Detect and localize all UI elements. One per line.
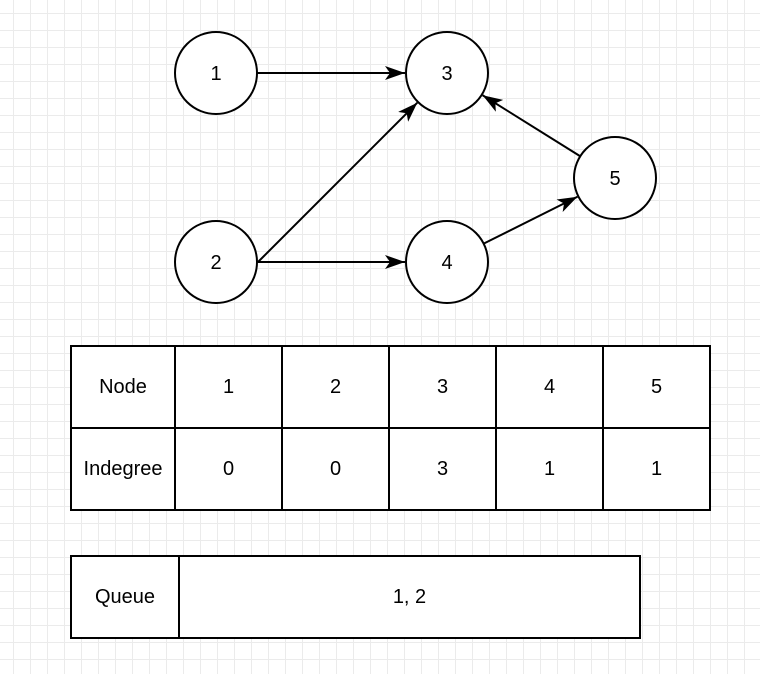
indegree-header-cell: Indegree <box>70 427 176 511</box>
node-header-cell: Node <box>70 345 176 429</box>
node-label: 5 <box>609 168 620 190</box>
indegree-row: Indegree 0 0 3 1 1 <box>70 427 711 511</box>
node-cell: 4 <box>495 345 604 429</box>
graph-node-1: 1 <box>174 31 258 115</box>
node-label: 1 <box>210 63 221 85</box>
indegree-cell: 1 <box>495 427 604 511</box>
graph-node-2: 2 <box>174 220 258 304</box>
node-cell: 2 <box>281 345 390 429</box>
node-circle <box>174 220 258 304</box>
dependency-graph: 1 2 3 4 5 <box>174 31 657 304</box>
node-label: 3 <box>441 63 452 85</box>
indegree-cell: 0 <box>174 427 283 511</box>
edge-4-to-5 <box>483 195 578 245</box>
graph-node-4: 4 <box>405 220 489 304</box>
node-circle <box>573 136 657 220</box>
node-label: 4 <box>441 252 452 274</box>
node-cell: 1 <box>174 345 283 429</box>
graph-node-3: 3 <box>405 31 489 115</box>
graph-node-5: 5 <box>573 136 657 220</box>
queue-contents-cell: 1, 2 <box>178 555 641 639</box>
queue-row: Queue 1, 2 <box>70 555 641 639</box>
node-cell: 5 <box>602 345 711 429</box>
edge-5-to-3 <box>482 94 581 158</box>
indegree-cell: 0 <box>281 427 390 511</box>
node-circle <box>174 31 258 115</box>
node-cell: 3 <box>388 345 497 429</box>
indegree-cell: 3 <box>388 427 497 511</box>
queue-table: Queue 1, 2 <box>70 555 641 639</box>
node-row: Node 1 2 3 4 5 <box>70 345 711 429</box>
queue-label-cell: Queue <box>70 555 180 639</box>
indegree-cell: 1 <box>602 427 711 511</box>
node-label: 2 <box>210 252 221 274</box>
indegree-table: Node 1 2 3 4 5 Indegree 0 0 3 1 1 <box>70 345 711 511</box>
node-circle <box>405 31 489 115</box>
node-circle <box>405 220 489 304</box>
edge-2-to-3 <box>257 101 419 263</box>
